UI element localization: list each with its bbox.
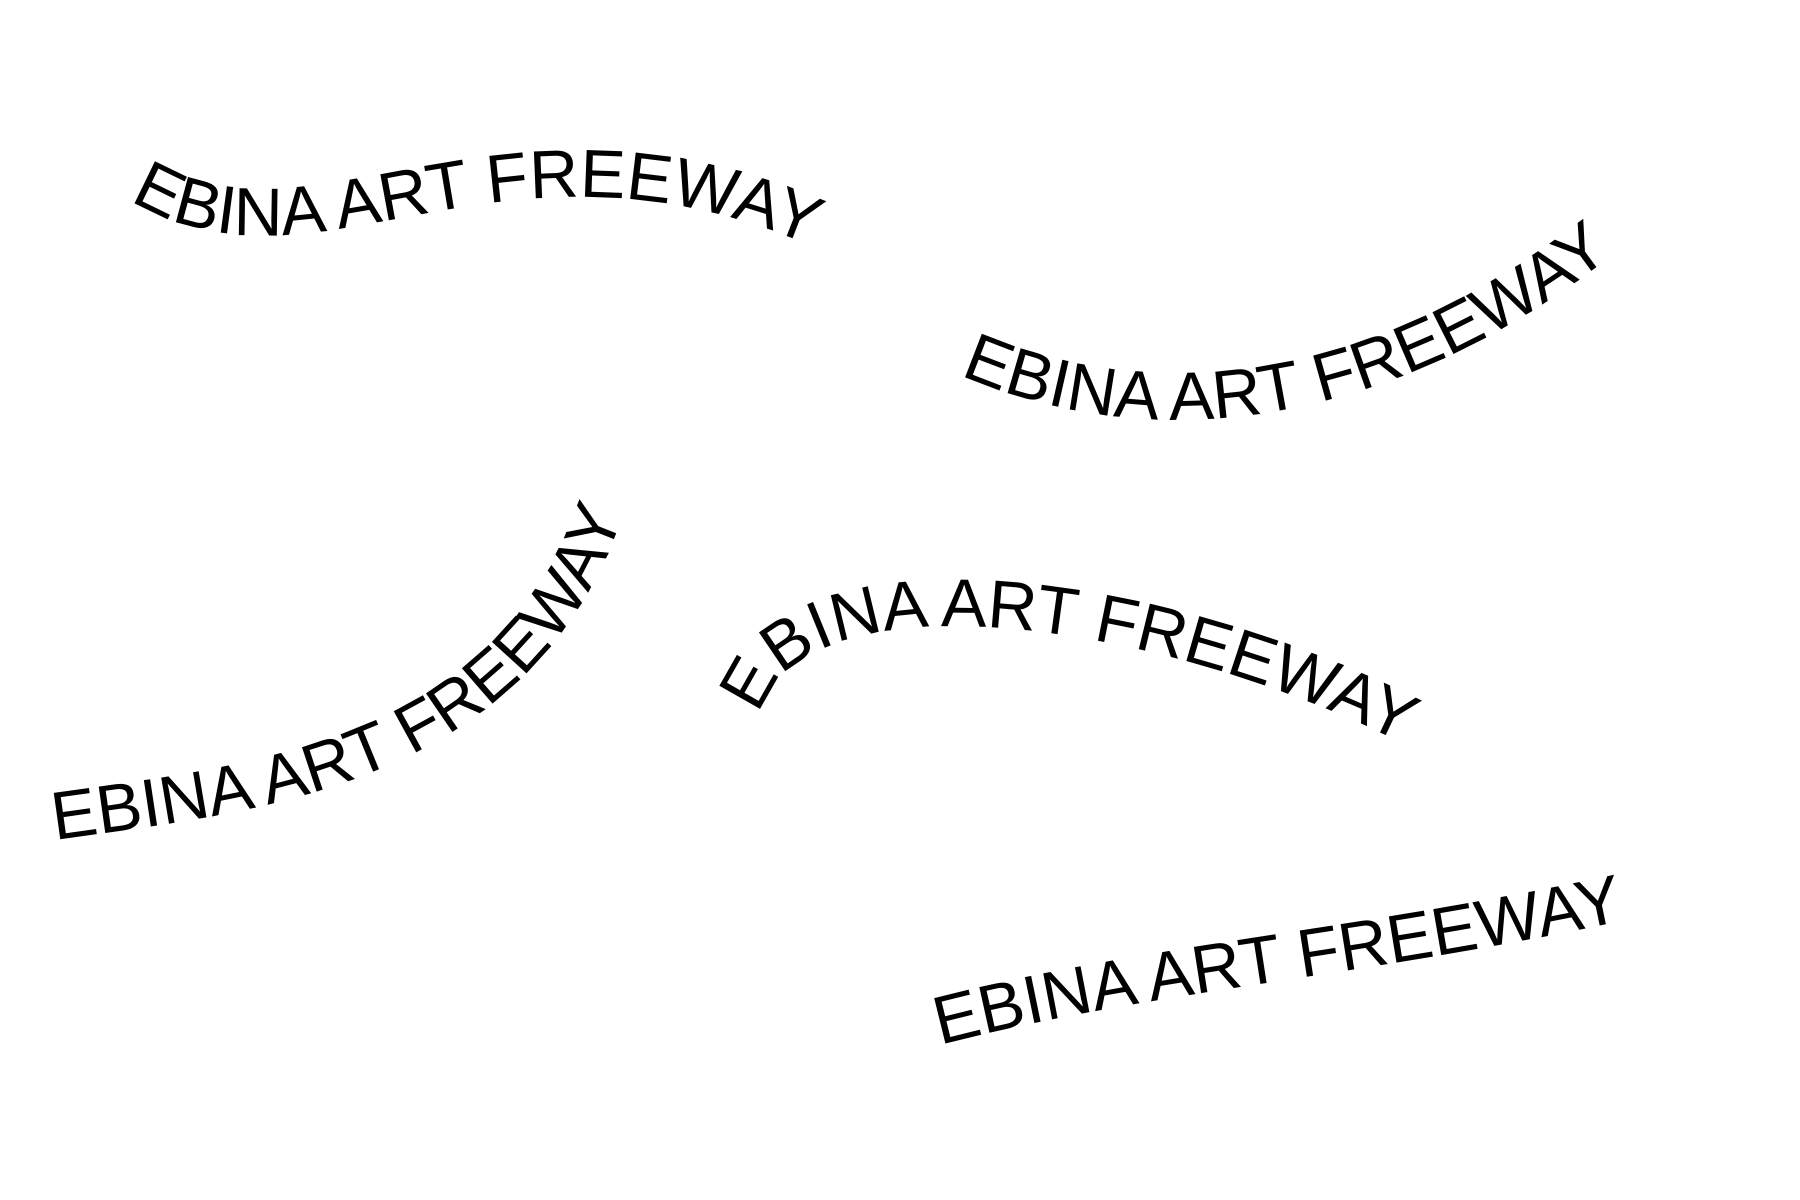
- wordmark-text-3: EBINA ART FREEWAY: [46, 492, 637, 854]
- wordmark-text-4: EBINA ART FREEWAY: [704, 565, 1429, 757]
- curved-wordmark-3: EBINA ART FREEWAY: [46, 492, 637, 854]
- curved-wordmark-4: EBINA ART FREEWAY: [704, 565, 1429, 757]
- wordmark-text-1: EBINA ART FREEWAY: [123, 136, 833, 260]
- curved-wordmark-2: EBINA ART FREEWAY: [954, 206, 1621, 435]
- curved-wordmark-5: EBINA ART FREEWAY: [925, 861, 1628, 1060]
- curved-wordmark-1: EBINA ART FREEWAY: [123, 136, 833, 260]
- wordmark-text-5: EBINA ART FREEWAY: [925, 861, 1628, 1060]
- wordmark-text-2: EBINA ART FREEWAY: [954, 206, 1621, 435]
